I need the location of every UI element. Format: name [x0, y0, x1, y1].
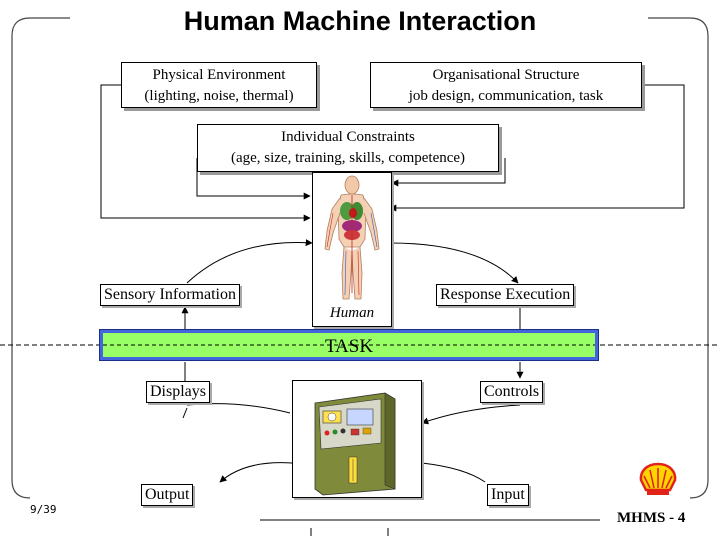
task-label: TASK — [324, 336, 374, 357]
control-panel-icon — [314, 392, 396, 496]
human-figure-panel: Human — [312, 172, 392, 327]
input-label: Input — [487, 484, 529, 506]
human-label: Human — [329, 305, 375, 321]
organisational-structure-title: Organisational Structure — [432, 67, 580, 83]
machine-panel — [292, 380, 422, 498]
physical-environment-box: Physical Environment (lighting, noise, t… — [121, 62, 317, 108]
controls-label: Controls — [480, 381, 544, 403]
frame-outline — [11, 17, 70, 499]
sensory-information-label: Sensory Information — [100, 284, 240, 306]
page-number: 9/39 — [30, 503, 57, 516]
page-title: Human Machine Interaction — [183, 6, 537, 36]
task-bar-dash — [103, 344, 595, 346]
output-label: Output — [141, 484, 194, 506]
physical-environment-detail: (lighting, noise, thermal) — [144, 88, 294, 104]
shell-logo-icon — [639, 462, 677, 495]
organisational-structure-detail: job design, communication, task — [408, 88, 604, 104]
human-anatomy-icon — [324, 175, 380, 300]
individual-constraints-box: Individual Constraints (age, size, train… — [197, 124, 499, 172]
physical-environment-title: Physical Environment — [152, 67, 286, 83]
response-execution-label: Response Execution — [436, 284, 575, 306]
individual-constraints-title: Individual Constraints — [281, 129, 415, 145]
organisational-structure-box: Organisational Structure job design, com… — [370, 62, 642, 108]
displays-label: Displays — [146, 381, 210, 403]
task-bar: TASK — [99, 329, 599, 361]
footer-label: MHMS - 4 — [617, 510, 686, 526]
individual-constraints-detail: (age, size, training, skills, competence… — [230, 150, 466, 166]
